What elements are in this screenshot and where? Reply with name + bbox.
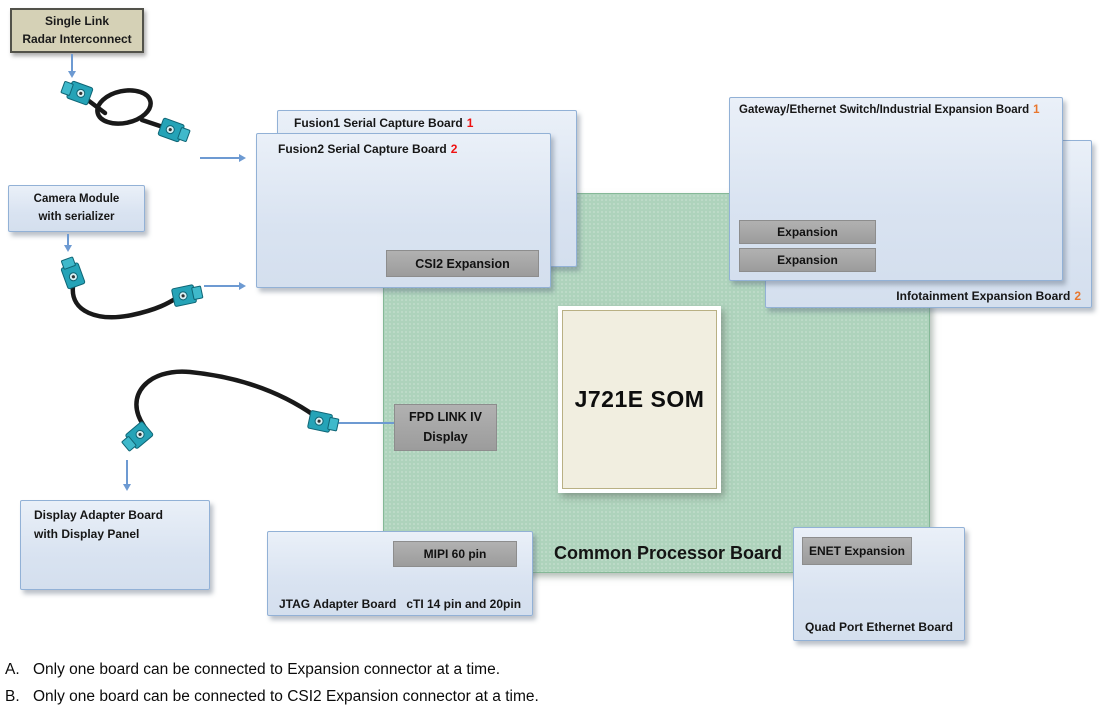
mipi-60pin-connector: MIPI 60 pin	[393, 541, 517, 567]
infotainment-board-label: Infotainment Expansion Board	[896, 289, 1071, 303]
infotainment-board-number: 2	[1074, 289, 1081, 303]
fusion2-serial-capture-board: Fusion2 Serial Capture Board 2 CSI2 Expa…	[256, 133, 551, 288]
footnote-b-marker: B.	[5, 688, 20, 705]
jtag-board-sublabel: cTI 14 pin and 20pin	[406, 597, 522, 611]
j721e-som-inner: J721E SOM	[562, 310, 717, 489]
enet-expansion-connector: ENET Expansion	[802, 537, 912, 565]
line-cable-to-fpd	[338, 422, 394, 424]
display-coax-cable	[119, 369, 341, 455]
display-adapter-board: Display Adapter Board with Display Panel	[20, 500, 210, 590]
csi2-expansion-connector: CSI2 Expansion	[386, 250, 539, 277]
fusion2-board-number: 2	[450, 142, 458, 156]
camera-module-box: Camera Module with serializer	[8, 185, 145, 232]
j721e-som-label: J721E SOM	[574, 386, 705, 412]
jtag-adapter-board: JTAG Adapter Board cTI 14 pin and 20pin …	[267, 531, 533, 616]
quad-port-board-label: Quad Port Ethernet Board	[804, 620, 953, 634]
footnote-a-marker: A.	[5, 661, 20, 678]
fakra-connector	[119, 420, 155, 455]
gateway-board-label: Gateway/Ethernet Switch/Industrial Expan…	[739, 104, 1030, 116]
radar-box-line1: Single Link	[44, 14, 109, 29]
fpd-link-line1: FPD LINK IV	[409, 410, 482, 425]
fusion2-board-label: Fusion2 Serial Capture Board	[278, 142, 447, 156]
arrow-cable-to-fusion2	[204, 282, 246, 290]
radar-box-line2: Radar Interconnect	[22, 31, 132, 46]
display-adapter-line1: Display Adapter Board	[34, 508, 163, 522]
j721e-som-board: J721E SOM	[558, 306, 721, 493]
camera-box-line2: with serializer	[38, 210, 115, 223]
jtag-board-label: JTAG Adapter Board	[278, 597, 397, 611]
expansion-connector-top: Expansion	[739, 220, 876, 244]
fusion1-board-label: Fusion1 Serial Capture Board	[294, 116, 463, 130]
fakra-connector	[306, 409, 341, 435]
footnote-b-text: Only one board can be connected to CSI2 …	[33, 688, 539, 705]
arrow-cable-to-fusion1	[200, 154, 246, 162]
fakra-connector	[59, 77, 94, 106]
fusion1-board-number: 1	[466, 116, 474, 130]
gateway-ethernet-industrial-expansion-board: Gateway/Ethernet Switch/Industrial Expan…	[729, 97, 1063, 281]
footnote-b: B. Only one board can be connected to CS…	[5, 688, 539, 706]
radar-coax-cable	[59, 77, 192, 146]
footnote-a: A. Only one board can be connected to Ex…	[5, 661, 500, 679]
single-link-radar-interconnect-box: Single Link Radar Interconnect	[10, 8, 144, 53]
arrow-cable-to-display-adapter	[123, 460, 131, 491]
gateway-board-number: 1	[1033, 104, 1040, 116]
fakra-connector	[57, 255, 86, 290]
arrow-camera-to-cable	[64, 234, 72, 252]
common-processor-board-label: Common Processor Board	[553, 543, 783, 563]
fpd-link-line2: Display	[423, 429, 468, 444]
expansion-connector-bottom: Expansion	[739, 248, 876, 272]
camera-box-line1: Camera Module	[33, 193, 120, 206]
footnote-a-text: Only one board can be connected to Expan…	[33, 661, 501, 678]
arrow-radar-to-cable	[68, 54, 76, 78]
fakra-connector	[170, 282, 205, 308]
fakra-connector	[157, 117, 192, 146]
camera-coax-cable	[57, 255, 205, 320]
quad-port-ethernet-board: Quad Port Ethernet Board ENET Expansion	[793, 527, 965, 641]
display-adapter-line2: with Display Panel	[34, 527, 140, 542]
fpd-link-iv-display-connector: FPD LINK IV Display	[394, 404, 497, 451]
